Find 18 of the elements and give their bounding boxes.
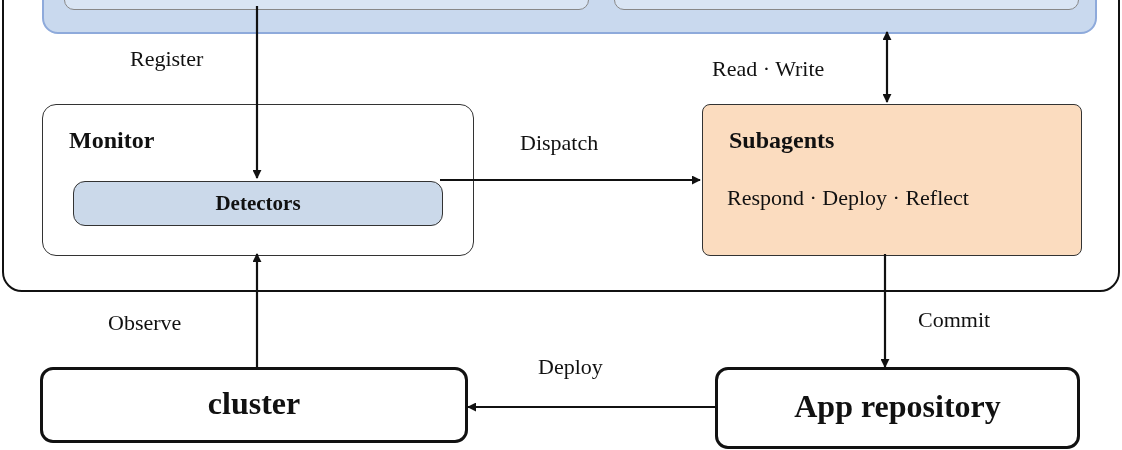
arrow — [440, 175, 701, 185]
monitor-box — [42, 104, 474, 256]
detectors-box — [73, 181, 443, 226]
container-frame — [2, 0, 1120, 292]
box-heading: Subagents — [729, 127, 835, 154]
box-description: Respond · Deploy · Reflect — [727, 185, 969, 211]
box-heading: Monitor — [69, 127, 155, 154]
subagents-box — [702, 104, 1082, 256]
arrow — [880, 254, 890, 368]
arrow — [252, 253, 262, 367]
cluster-box — [40, 367, 468, 443]
arrow — [467, 402, 715, 412]
box-label: cluster — [207, 385, 301, 422]
repository-box — [715, 367, 1080, 449]
box-label: Detectors — [215, 190, 301, 215]
arrow — [252, 6, 262, 179]
arrow — [882, 31, 892, 103]
box-label: App repository — [794, 388, 1001, 425]
